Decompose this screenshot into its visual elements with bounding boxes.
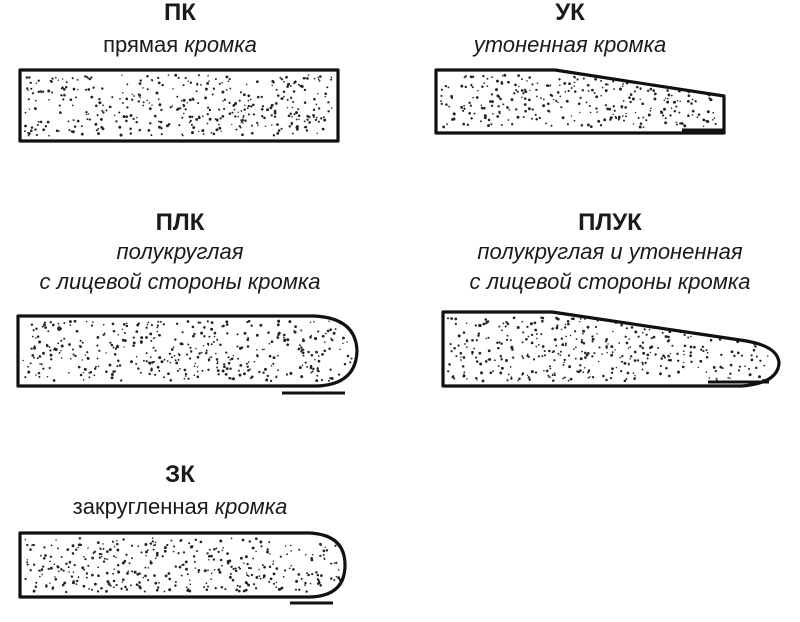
plk-description-line2-text: с лицевой стороны кромка: [39, 269, 321, 294]
speckle-texture: [24, 73, 333, 137]
profile-outline: [18, 531, 347, 599]
description-segment: кромка: [184, 32, 257, 57]
pk-description: прямая кромка: [30, 30, 330, 60]
pk-title: ПК: [164, 0, 196, 26]
description-segment: закругленная: [72, 494, 215, 519]
pluk-description-line1-text: полукруглая и утоненная: [477, 239, 743, 264]
uk-description: утоненная кромка: [420, 30, 720, 60]
plk-description-line2: с лицевой стороны кромка: [0, 267, 360, 297]
pluk-description-line2-text: с лицевой стороны кромка: [469, 269, 751, 294]
description-segment: утоненная кромка: [473, 32, 667, 57]
description-segment: кромка: [214, 494, 288, 519]
pluk-description-line2: с лицевой стороны кромка: [428, 267, 792, 297]
profile-outline: [434, 68, 726, 135]
uk-title: УК: [555, 0, 585, 26]
plk-description-line1: полукруглая: [20, 237, 340, 267]
profile-outline: [18, 68, 340, 143]
pluk-description-line1: полукруглая и утоненная: [430, 237, 790, 267]
profile-outline: [441, 310, 781, 388]
description-segment: прямая: [103, 32, 185, 57]
zk-title: ЗК: [165, 461, 195, 488]
pluk-title: ПЛУК: [578, 209, 642, 236]
plk-description-line1-text: полукруглая: [116, 239, 244, 264]
speckle-texture: [22, 319, 353, 383]
profile-outline: [16, 314, 359, 388]
speckle-texture: [24, 537, 342, 594]
zk-description: закругленная кромка: [20, 492, 340, 522]
plk-title: ПЛК: [155, 209, 205, 236]
